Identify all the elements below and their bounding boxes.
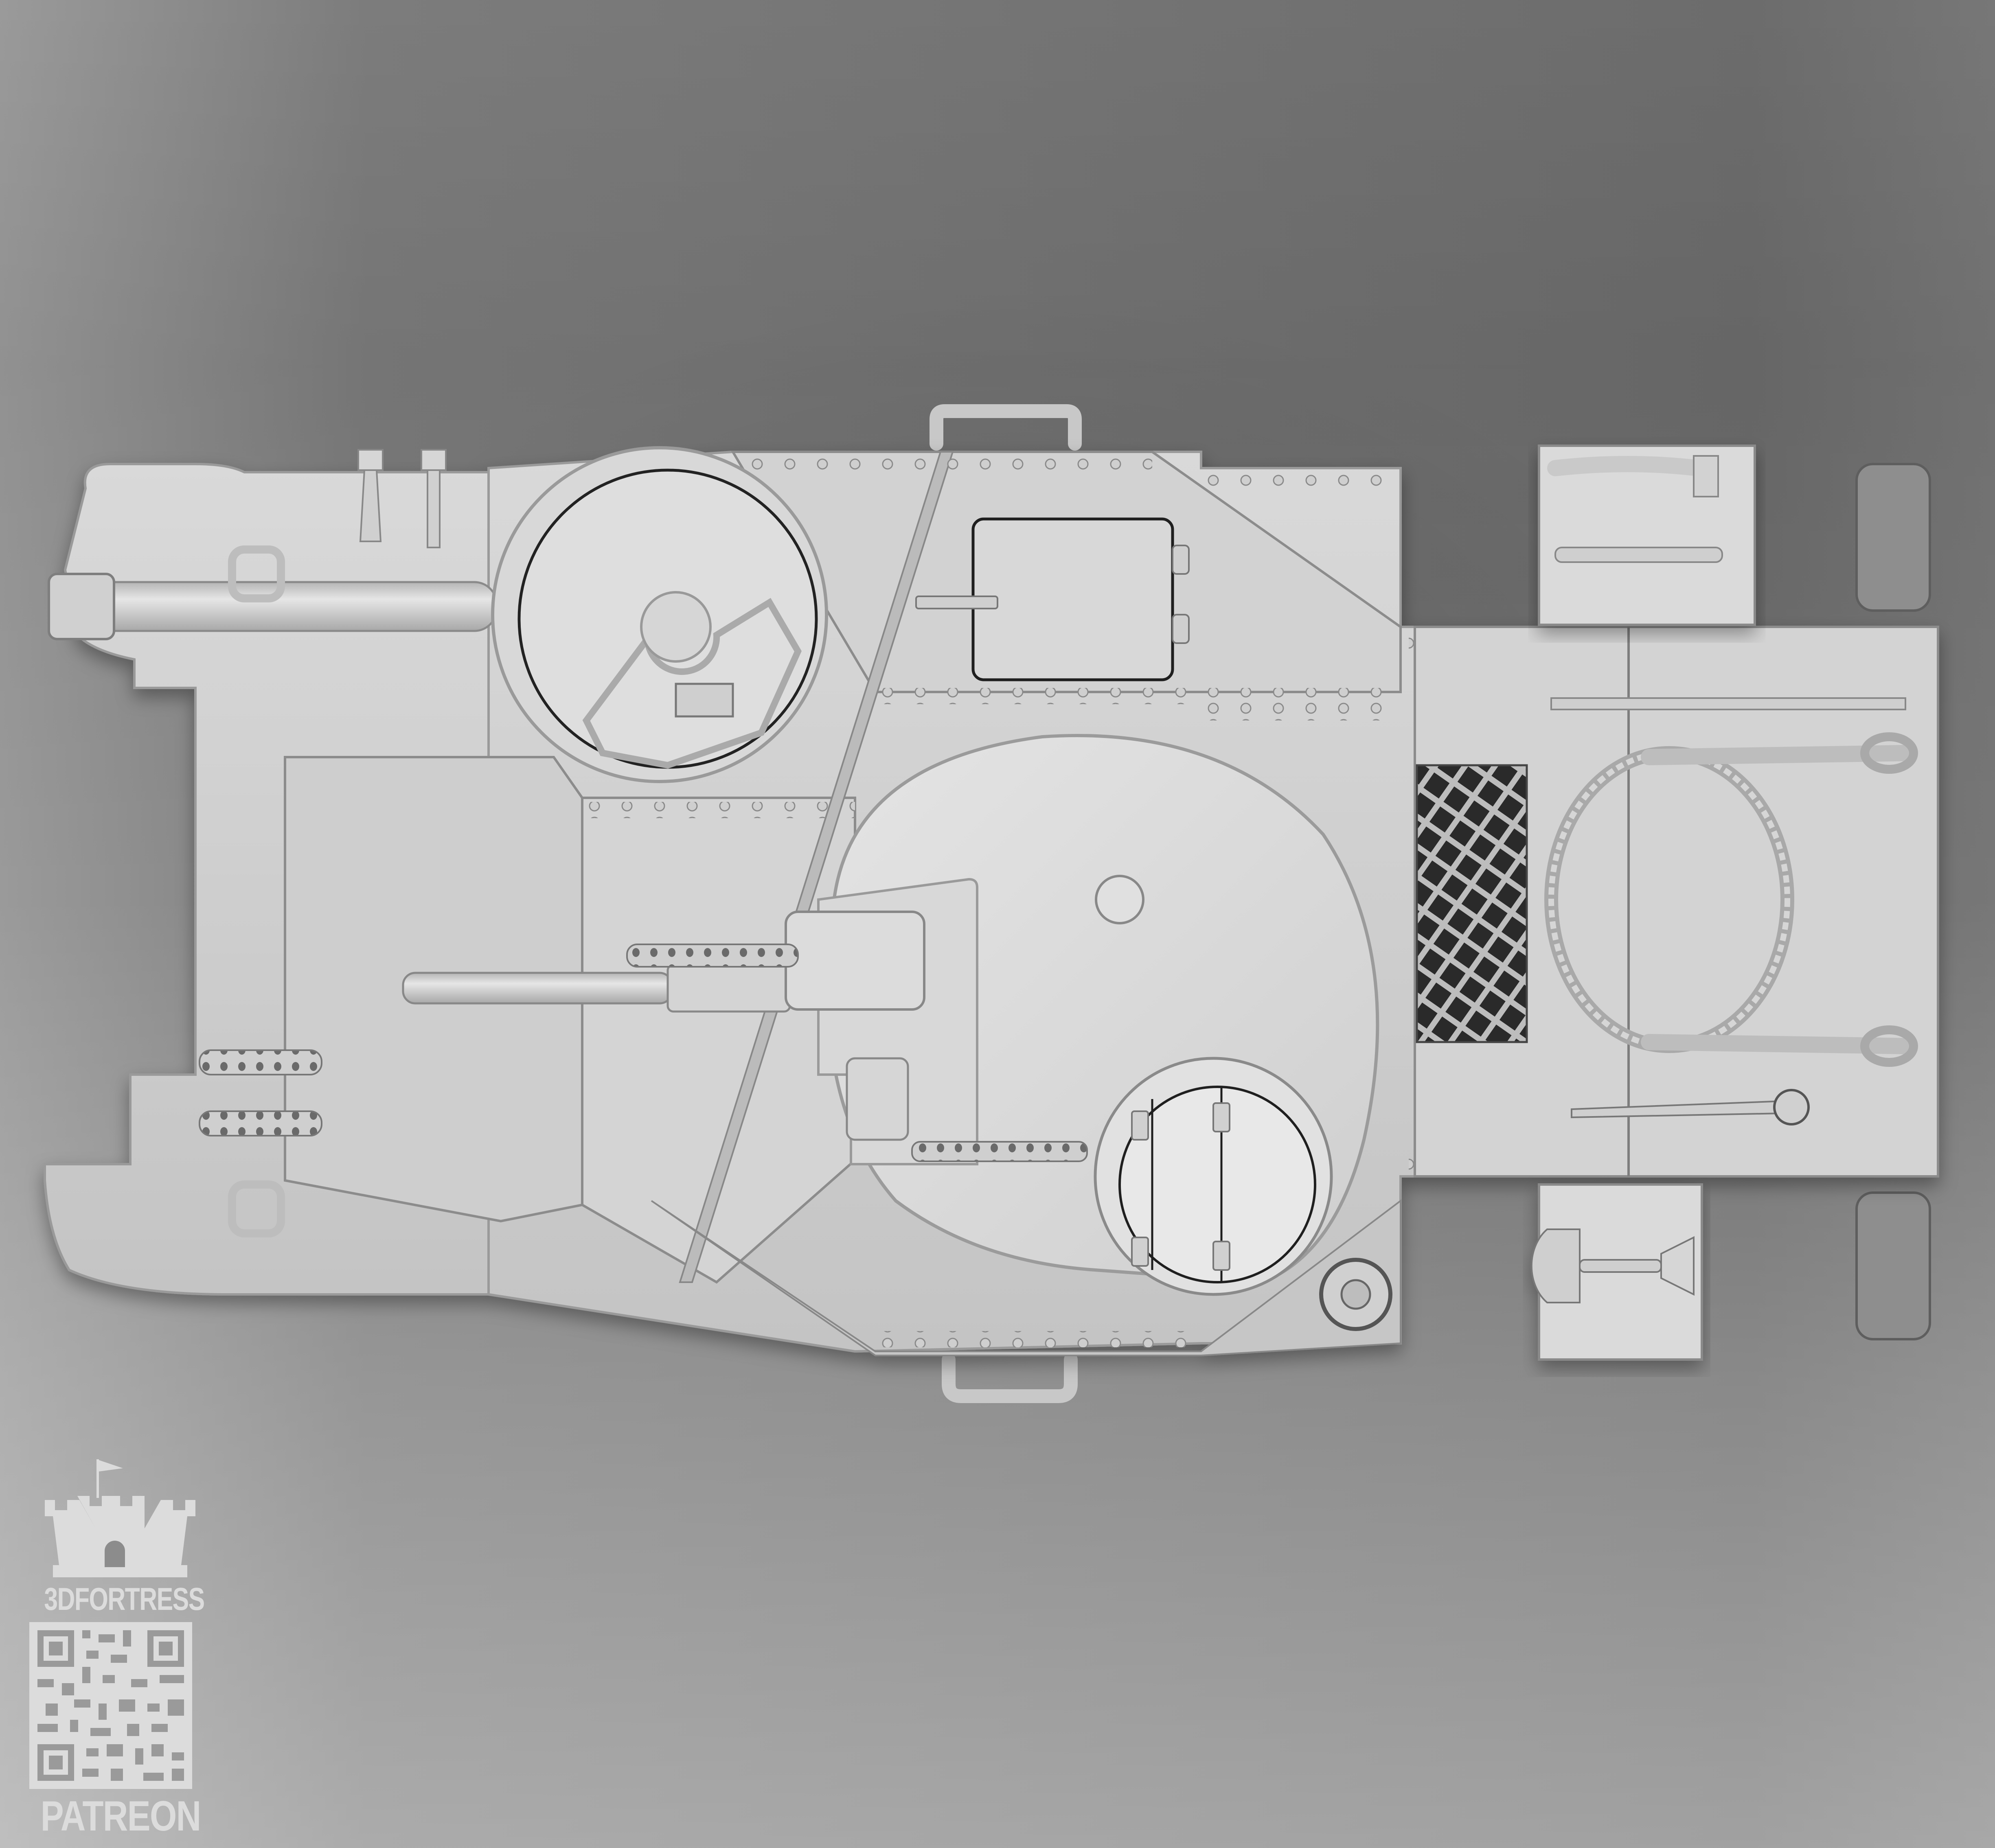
pry-bar-icon	[421, 449, 447, 548]
hull-machine-guns	[199, 1049, 322, 1136]
sponson-gun	[402, 963, 791, 1013]
lifting-handle-top	[930, 404, 1082, 451]
hammer-icon	[357, 449, 384, 542]
round-hatch	[491, 446, 828, 783]
lifting-handle-bottom	[942, 1353, 1078, 1403]
commander-cupola	[911, 1057, 1333, 1296]
watermark: 3DFORTRESS PATREON	[25, 1451, 205, 1840]
watermark-brand: 3DFORTRESS	[44, 1581, 205, 1617]
exhaust-pipe	[48, 573, 498, 640]
watermark-platform: PATREON	[40, 1793, 201, 1840]
engine-deck	[1414, 626, 1939, 1178]
right-track	[1855, 463, 1931, 1340]
tool-box-bottom	[1530, 1183, 1703, 1361]
tool-box-top	[1538, 444, 1756, 626]
driver-hatch	[915, 517, 1190, 681]
fuel-cap-icon	[1319, 1258, 1392, 1331]
tow-shackle-icon	[228, 545, 285, 1237]
castle-with-flag-icon	[45, 1459, 195, 1577]
qr-code-icon	[29, 1622, 192, 1789]
